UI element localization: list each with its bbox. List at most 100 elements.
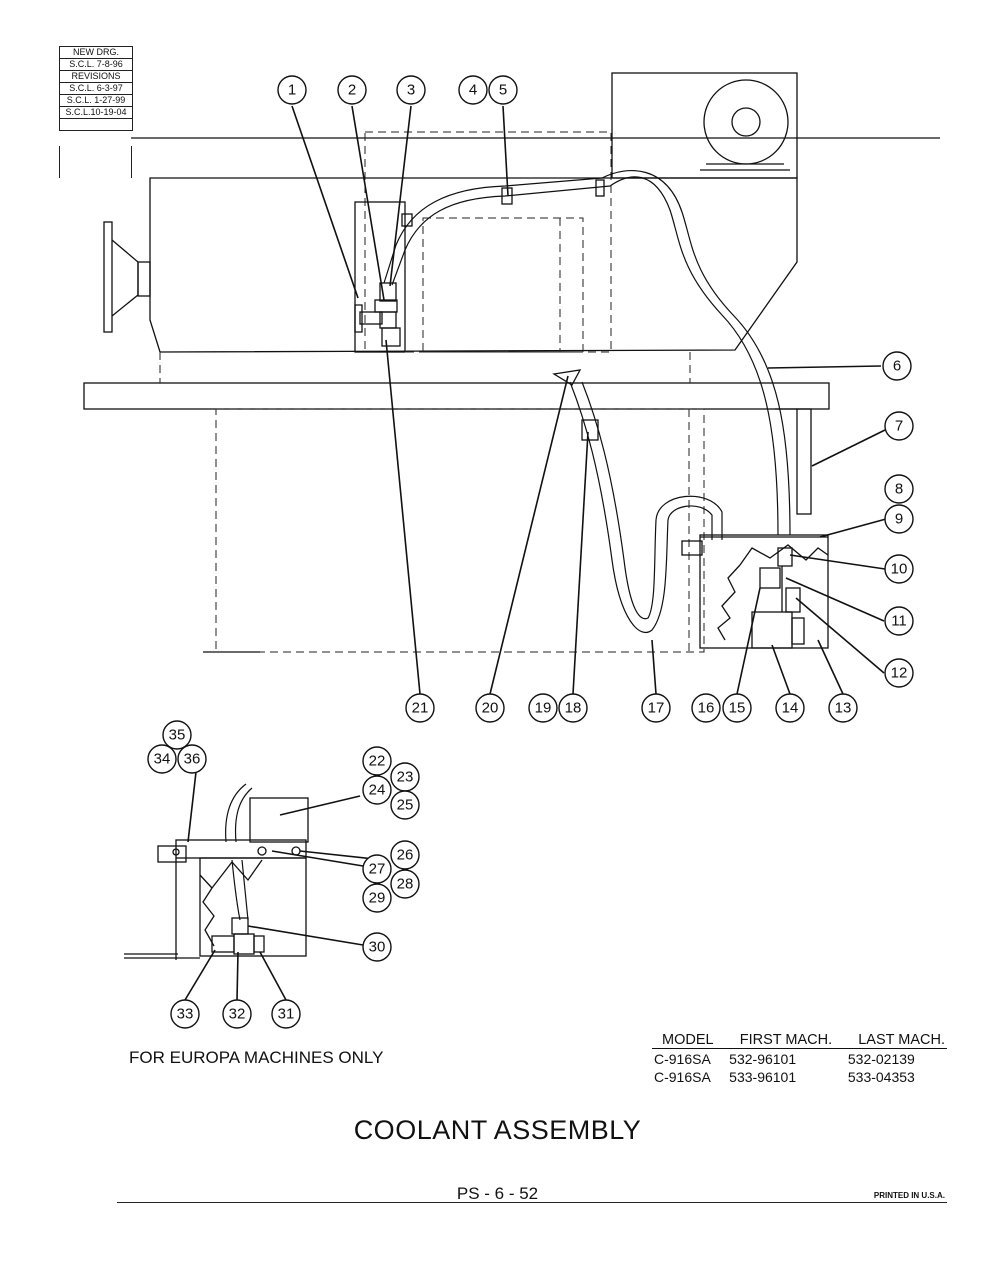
europa-note: FOR EUROPA MACHINES ONLY [129, 1048, 384, 1067]
callout-25: 25 [390, 790, 420, 820]
callout-10: 10 [884, 554, 914, 584]
svg-text:12: 12 [891, 665, 908, 682]
svg-text:14: 14 [782, 700, 799, 717]
header-last-mach: LAST MACH. [858, 1032, 945, 1048]
svg-text:32: 32 [229, 1006, 246, 1023]
revision-2: S.C.L. 1-27-99 [60, 95, 132, 107]
table-row: C-916SA 532-96101 532-02139 [652, 1049, 947, 1067]
callout-15: 15 [722, 693, 752, 723]
callout-6: 6 [882, 351, 912, 381]
new-drawing-label: NEW DRG. [60, 47, 132, 59]
printed-note: PRINTED IN U.S.A. [873, 1191, 945, 1200]
svg-text:15: 15 [729, 700, 746, 717]
page-number: PS - 6 - 52 [456, 1184, 539, 1203]
callout-31: 31 [271, 999, 301, 1029]
europa-callouts: 22 23 24 25 26 27 28 29 30 31 32 33 34 3… [147, 720, 420, 1029]
callout-32: 32 [222, 999, 252, 1029]
svg-text:18: 18 [565, 700, 582, 717]
svg-text:7: 7 [895, 418, 903, 435]
main-coolant-hose [391, 176, 779, 536]
callout-35: 35 [162, 720, 192, 750]
svg-text:19: 19 [535, 700, 552, 717]
callout-8: 8 [884, 474, 914, 504]
svg-text:30: 30 [369, 939, 386, 956]
svg-text:17: 17 [648, 700, 665, 717]
callout-33: 33 [170, 999, 200, 1029]
svg-text:25: 25 [397, 797, 414, 814]
revision-3: S.C.L.10-19-04 [60, 107, 132, 119]
leader-lines [291, 105, 887, 695]
cell-first: 533-96101 [729, 1069, 797, 1085]
svg-text:34: 34 [154, 751, 171, 768]
coolant-tank [681, 534, 829, 649]
callout-29: 29 [362, 883, 392, 913]
header-model: MODEL [662, 1032, 714, 1048]
callout-19: 19 [528, 693, 558, 723]
svg-text:28: 28 [397, 876, 414, 893]
callout-5: 5 [488, 75, 518, 105]
callout-4: 4 [458, 75, 488, 105]
callout-30: 30 [362, 932, 392, 962]
callout-9: 9 [884, 504, 914, 534]
revision-1: S.C.L. 6-3-97 [60, 83, 132, 95]
svg-text:16: 16 [698, 700, 715, 717]
svg-text:35: 35 [169, 727, 186, 744]
svg-text:3: 3 [407, 82, 415, 99]
callout-14: 14 [775, 693, 805, 723]
svg-text:8: 8 [895, 481, 903, 498]
revisions-label: REVISIONS [60, 71, 132, 83]
callout-20: 20 [475, 693, 505, 723]
svg-text:24: 24 [369, 782, 386, 799]
model-table-header: MODEL FIRST MACH. LAST MACH. [652, 1032, 947, 1049]
svg-text:33: 33 [177, 1006, 194, 1023]
svg-text:10: 10 [891, 561, 908, 578]
callout-13: 13 [828, 693, 858, 723]
callout-18: 18 [558, 693, 588, 723]
callout-28: 28 [390, 869, 420, 899]
svg-text:9: 9 [895, 511, 903, 528]
callout-23: 23 [390, 762, 420, 792]
callout-34: 34 [147, 744, 177, 774]
revision-block: NEW DRG. S.C.L. 7-8-96 REVISIONS S.C.L. … [59, 46, 133, 131]
svg-text:20: 20 [482, 700, 499, 717]
svg-text:6: 6 [893, 358, 901, 375]
svg-text:31: 31 [278, 1006, 295, 1023]
svg-text:36: 36 [184, 751, 201, 768]
svg-text:1: 1 [288, 82, 296, 99]
spindle-valve [354, 282, 401, 347]
machine-head [149, 131, 798, 353]
callout-22: 22 [362, 746, 392, 776]
callout-3: 3 [396, 75, 426, 105]
svg-text:5: 5 [499, 82, 507, 99]
main-callouts: 1 2 3 4 5 6 7 8 9 10 11 12 13 14 15 16 1… [277, 75, 914, 723]
cell-model: C-916SA [654, 1051, 711, 1067]
svg-text:26: 26 [397, 847, 414, 864]
callout-36: 36 [177, 744, 207, 774]
callout-11: 11 [884, 606, 914, 636]
new-drawing-date: S.C.L. 7-8-96 [60, 59, 132, 71]
callout-24: 24 [362, 775, 392, 805]
callout-7: 7 [884, 411, 914, 441]
cell-last: 532-02139 [847, 1051, 915, 1067]
svg-text:21: 21 [412, 700, 429, 717]
svg-text:4: 4 [469, 82, 477, 99]
handwheel [103, 221, 151, 333]
europa-detail [124, 771, 385, 1001]
svg-text:23: 23 [397, 769, 414, 786]
table-row: C-916SA 533-96101 533-04353 [652, 1067, 947, 1085]
cell-last: 533-04353 [847, 1069, 915, 1085]
machine-table [83, 352, 830, 653]
revision-block-leg [59, 146, 60, 178]
callout-16: 16 [691, 693, 721, 723]
svg-text:11: 11 [891, 613, 907, 630]
model-table: MODEL FIRST MACH. LAST MACH. C-916SA 532… [652, 1032, 947, 1085]
callout-26: 26 [390, 840, 420, 870]
svg-text:29: 29 [369, 890, 386, 907]
revision-block-leg [131, 146, 132, 178]
bracket [775, 408, 812, 515]
cell-model: C-916SA [654, 1069, 711, 1085]
callout-27: 27 [362, 854, 392, 884]
svg-text:27: 27 [369, 861, 386, 878]
cell-first: 532-96101 [729, 1051, 797, 1067]
